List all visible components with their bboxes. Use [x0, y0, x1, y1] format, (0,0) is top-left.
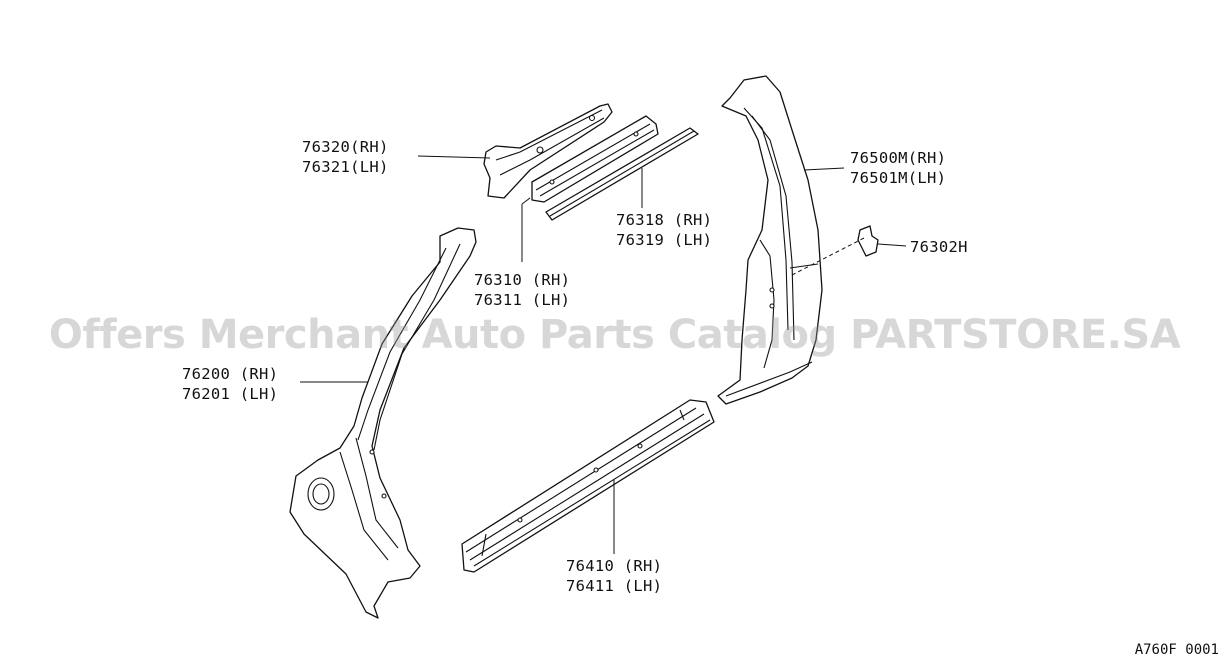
label-lh: 76321(LH) — [302, 158, 389, 176]
watermark-text: Offers Merchant Auto Parts Catalog PARTS… — [48, 312, 1181, 358]
label-rh: 76318 (RH) — [616, 211, 713, 229]
label-rh: 76500M(RH) — [850, 149, 947, 167]
part-76410-sill[interactable] — [461, 399, 715, 573]
part-76310-roof-rail[interactable] — [531, 115, 659, 203]
label-rh: 76410 (RH) — [566, 557, 663, 575]
label-76200[interactable]: 76200 (RH) 76201 (LH) — [182, 364, 278, 404]
label-lh: 76201 (LH) — [182, 385, 279, 403]
label-76318[interactable]: 76318 (RH) 76319 (LH) — [616, 210, 712, 250]
label-76410[interactable]: 76410 (RH) 76411 (LH) — [566, 556, 662, 596]
label-lh: 76501M(LH) — [850, 169, 947, 187]
label-lh: 76311 (LH) — [474, 291, 571, 309]
diagram-code: A760F 0001 — [1134, 642, 1219, 658]
part-76500m-rear-pillar[interactable] — [717, 75, 823, 405]
label-rh: 76320(RH) — [302, 138, 389, 156]
label-lh: 76319 (LH) — [616, 231, 713, 249]
leader-lines — [300, 155, 907, 554]
label-76302h[interactable]: 76302H — [910, 237, 968, 257]
label-76500m[interactable]: 76500M(RH) 76501M(LH) — [850, 148, 946, 188]
part-76200-front-pillar[interactable] — [289, 227, 477, 619]
label-rh: 76200 (RH) — [182, 365, 279, 383]
label-76320[interactable]: 76320(RH) 76321(LH) — [302, 137, 389, 177]
part-76318-rail-strip[interactable] — [545, 127, 699, 221]
part-76302h-bracket[interactable] — [857, 225, 879, 257]
part-76320-bracket[interactable] — [483, 103, 613, 199]
label-76310[interactable]: 76310 (RH) 76311 (LH) — [474, 270, 570, 310]
label-rh: 76302H — [910, 238, 968, 256]
label-lh: 76411 (LH) — [566, 577, 663, 595]
label-rh: 76310 (RH) — [474, 271, 571, 289]
